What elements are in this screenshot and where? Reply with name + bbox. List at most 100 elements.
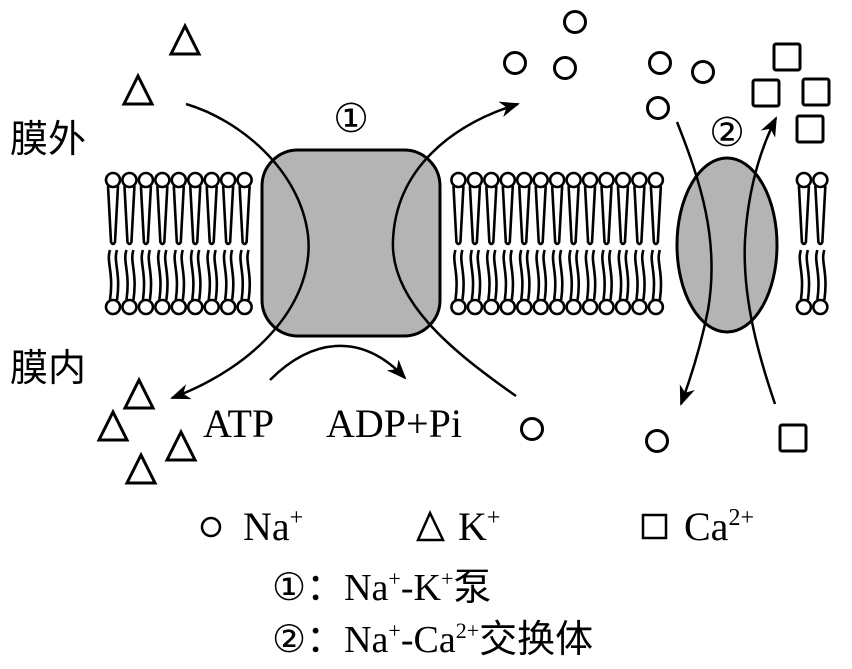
- phospholipid: [450, 171, 467, 316]
- sodium-ion: [646, 96, 670, 120]
- potassium-ion: [122, 376, 156, 410]
- phosphate-head: [219, 298, 237, 316]
- phosphate-head: [483, 171, 500, 189]
- phosphate-head: [614, 298, 632, 316]
- phosphate-head: [104, 298, 122, 316]
- phospholipid: [104, 171, 122, 316]
- phosphate-head: [515, 298, 533, 316]
- phosphate-head: [598, 171, 615, 189]
- phospholipid: [170, 171, 188, 316]
- phospholipid: [647, 171, 665, 316]
- sodium-ion: [648, 51, 672, 75]
- phosphate-head: [581, 171, 599, 189]
- phosphate-head: [499, 298, 517, 316]
- phospholipid: [219, 171, 237, 316]
- phosphate-head: [137, 298, 155, 316]
- potassium-inflow-arrow: [170, 102, 310, 400]
- sodium-ion: [645, 429, 669, 453]
- adp-label: ADP+Pi: [326, 401, 462, 446]
- potassium-ion: [121, 72, 155, 106]
- phosphate-head: [154, 298, 171, 316]
- sodium-ion: [520, 417, 544, 441]
- ions-layer: [96, 10, 831, 485]
- phospholipid: [598, 171, 615, 316]
- phospholipid: [154, 171, 171, 316]
- phospholipid: [121, 171, 138, 316]
- phosphate-head: [203, 298, 220, 316]
- phosphate-head: [483, 298, 500, 316]
- calcium-ion: [772, 42, 802, 72]
- phospholipid: [466, 171, 484, 316]
- phosphate-head: [236, 171, 253, 189]
- phosphate-head: [812, 298, 829, 316]
- phospholipid: [483, 171, 500, 316]
- atp-label: ATP: [203, 401, 274, 446]
- phosphate-head: [121, 298, 138, 316]
- phosphate-head: [795, 298, 813, 316]
- phosphate-head: [614, 171, 632, 189]
- phosphate-head: [236, 298, 253, 316]
- legend-sodium-icon: [200, 516, 222, 538]
- exchanger-calcium-outflow-arrow: [743, 116, 778, 405]
- sodium-ion: [563, 10, 587, 34]
- phosphate-head: [170, 171, 188, 189]
- phosphate-head: [548, 298, 566, 316]
- phosphate-head: [515, 171, 533, 189]
- sodium-potassium-pump: [260, 148, 442, 338]
- potassium-ion: [168, 22, 202, 56]
- legend-sodium-label: Na+: [243, 504, 303, 549]
- phosphate-head: [812, 171, 829, 189]
- phospholipid: [548, 171, 566, 316]
- phosphate-head: [104, 171, 122, 189]
- potassium-ion: [124, 451, 158, 485]
- phospholipid: [236, 171, 253, 316]
- calcium-ion: [795, 114, 825, 144]
- phosphate-head: [154, 171, 171, 189]
- phosphate-head: [186, 171, 204, 189]
- phosphate-head: [137, 171, 155, 189]
- phosphate-head: [647, 298, 665, 316]
- pump-marker: ①: [333, 96, 369, 141]
- exchanger-marker: ②: [709, 110, 745, 155]
- sodium-ion: [691, 60, 715, 84]
- phosphate-head: [186, 298, 204, 316]
- phosphate-head: [631, 171, 648, 189]
- legend-calcium-label: Ca2+: [684, 504, 754, 549]
- phospholipid: [515, 171, 533, 316]
- legend-potassium-label: K+: [458, 504, 500, 549]
- key-row-exchanger: ②：Na+-Ca2+交换体: [272, 617, 593, 661]
- sodium-calcium-exchanger: [675, 156, 779, 334]
- phosphate-head: [565, 171, 582, 189]
- legend: Na+ K+ Ca2+: [200, 504, 754, 549]
- inside-label: 膜内: [10, 346, 86, 390]
- phospholipid: [203, 171, 220, 316]
- phosphate-head: [450, 171, 467, 189]
- phosphate-head: [170, 298, 188, 316]
- calcium-ion: [751, 78, 781, 108]
- exchanger-sodium-inflow-arrow: [675, 121, 713, 406]
- phosphate-head: [795, 171, 813, 189]
- potassium-ion: [96, 408, 130, 442]
- phosphate-head: [532, 171, 550, 189]
- phospholipid: [137, 171, 155, 316]
- phosphate-head: [631, 298, 648, 316]
- phospholipid: [565, 171, 582, 316]
- phospholipid: [812, 171, 829, 316]
- key-row-pump: ①：Na+-K+泵: [272, 565, 491, 609]
- calcium-ion: [778, 423, 808, 453]
- sodium-outflow-arrow: [391, 101, 520, 398]
- phospholipid: [581, 171, 599, 316]
- phosphate-head: [450, 298, 467, 316]
- phosphate-head: [647, 171, 665, 189]
- phosphate-head: [598, 298, 615, 316]
- phosphate-head: [203, 171, 220, 189]
- calcium-ion: [801, 77, 831, 107]
- phospholipid: [614, 171, 632, 316]
- phosphate-head: [548, 171, 566, 189]
- phospholipid: [795, 171, 813, 316]
- key: ①：Na+-K+泵 ②：Na+-Ca2+交换体: [272, 565, 593, 661]
- legend-potassium-icon: [416, 510, 445, 542]
- sodium-ion: [553, 56, 577, 80]
